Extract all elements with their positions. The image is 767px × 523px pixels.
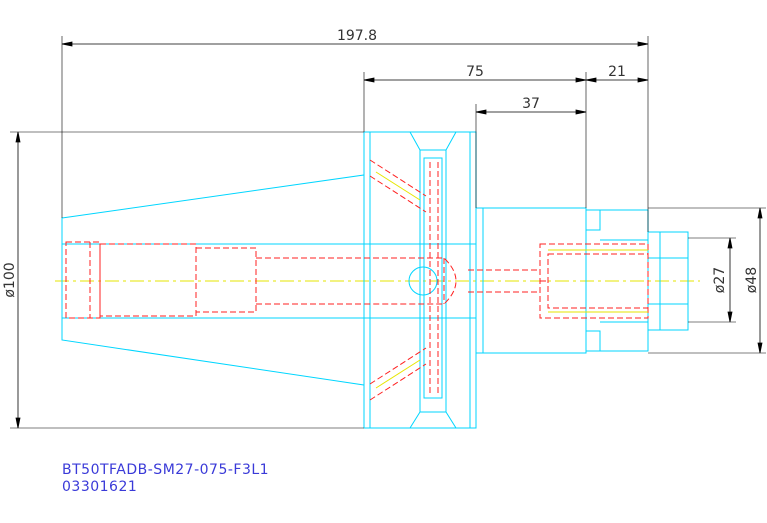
part-number-label: BT50TFADB-SM27-075-F3L1 <box>62 462 270 478</box>
thread-lines <box>375 171 648 389</box>
hidden-lines <box>65 159 649 401</box>
dim-bore-diameter: ø27 <box>712 267 728 293</box>
dim-taper-diameter: ø100 <box>2 262 18 297</box>
dim-shank-length: 37 <box>522 96 540 112</box>
dim-overall-length: 197.8 <box>337 28 377 44</box>
holder-outline <box>61 131 689 429</box>
part-code-label: 03301621 <box>62 479 138 495</box>
dim-nose-length: 21 <box>608 64 626 80</box>
dim-body-diameter: ø48 <box>744 267 760 293</box>
taper-body <box>61 174 365 386</box>
dim-flange-to-end: 75 <box>466 64 484 80</box>
drive-key-circle <box>408 266 438 296</box>
dimension-lines <box>10 36 766 429</box>
